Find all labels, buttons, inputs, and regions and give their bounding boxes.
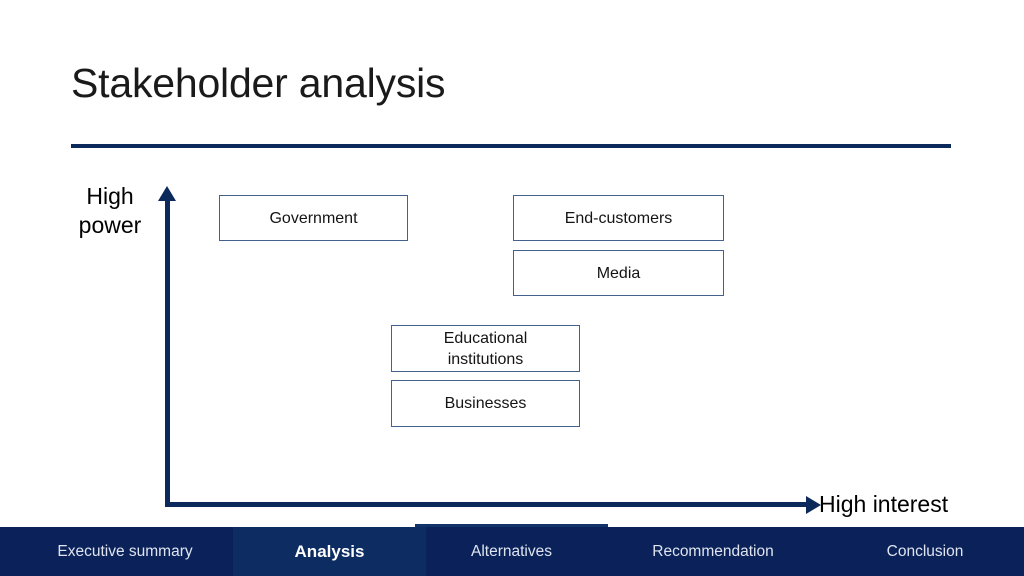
stakeholder-box-government[interactable]: Government	[219, 195, 408, 241]
title-divider	[71, 144, 951, 148]
x-axis-arrow-icon	[806, 496, 821, 514]
stakeholder-label: Government	[269, 209, 358, 227]
stakeholder-box-end-customers[interactable]: End-customers	[513, 195, 724, 241]
stakeholder-label: End-customers	[564, 209, 673, 227]
nav-item-recommendation[interactable]: Recommendation	[652, 542, 774, 560]
footer-nav-bar	[0, 527, 1024, 576]
stakeholder-label-line1: Educational	[443, 329, 528, 347]
stakeholder-label-line2: institutions	[447, 350, 524, 368]
stakeholder-box-media[interactable]: Media	[513, 250, 724, 296]
x-axis-line	[165, 502, 809, 507]
y-axis-label: High power	[62, 182, 158, 240]
stakeholder-box-educational-institutions[interactable]: Educational institutions	[391, 325, 580, 372]
nav-item-conclusion[interactable]: Conclusion	[886, 542, 964, 560]
stakeholder-label: Businesses	[444, 395, 527, 412]
y-axis-label-line1: High	[86, 183, 134, 209]
nav-item-analysis[interactable]: Analysis	[233, 527, 426, 576]
y-axis-arrow-icon	[158, 186, 176, 201]
y-axis-label-line2: power	[78, 212, 142, 238]
stakeholder-label: Media	[596, 264, 641, 282]
nav-item-executive-summary[interactable]: Executive summary	[57, 542, 193, 560]
x-axis-label: High interest	[819, 491, 949, 517]
nav-item-alternatives[interactable]: Alternatives	[471, 542, 552, 560]
stakeholder-box-businesses[interactable]: Businesses	[391, 380, 580, 427]
y-axis-line	[165, 198, 170, 507]
page-title: Stakeholder analysis	[71, 60, 446, 106]
